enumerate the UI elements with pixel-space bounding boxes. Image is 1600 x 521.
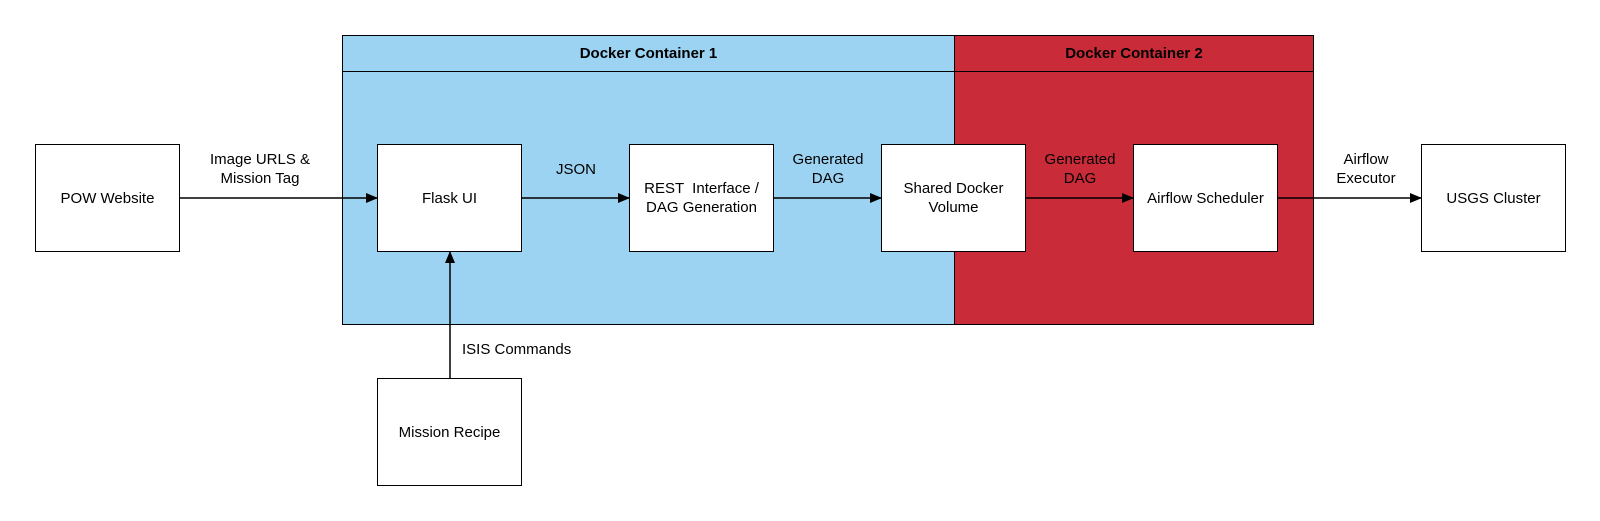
edge-label-recipe-to-flask: ISIS Commands bbox=[462, 340, 571, 359]
node-flask-ui: Flask UI bbox=[377, 144, 522, 252]
node-rest-interface-line-2: DAG Generation bbox=[646, 199, 757, 216]
edge-label-rest-to-volume-line-1: Generated bbox=[792, 151, 864, 168]
node-mission-recipe-label: Mission Recipe bbox=[398, 423, 501, 441]
edge-label-flask-to-rest-text: JSON bbox=[555, 161, 596, 178]
node-rest-interface-line-1: REST Interface / bbox=[644, 180, 759, 197]
edge-label-airflow-to-usgs-line-1: Airflow bbox=[1343, 151, 1389, 168]
node-rest-interface: REST Interface / DAG Generation bbox=[629, 144, 774, 252]
edge-label-pow-to-flask-line-2: Mission Tag bbox=[220, 170, 300, 187]
edge-label-pow-to-flask: Image URLS & Mission Tag bbox=[190, 150, 330, 188]
node-shared-docker-volume: Shared Docker Volume bbox=[881, 144, 1026, 252]
edge-label-volume-to-airflow-line-2: DAG bbox=[1063, 170, 1097, 187]
edge-label-airflow-to-usgs: Airflow Executor bbox=[1316, 150, 1416, 188]
node-shared-volume-line-1: Shared Docker bbox=[903, 180, 1004, 197]
node-airflow-scheduler: Airflow Scheduler bbox=[1133, 144, 1278, 252]
edge-label-flask-to-rest: JSON bbox=[526, 160, 626, 179]
edge-label-airflow-to-usgs-line-2: Executor bbox=[1336, 170, 1396, 187]
docker-container-2-title: Docker Container 2 bbox=[955, 36, 1313, 72]
node-mission-recipe: Mission Recipe bbox=[377, 378, 522, 486]
node-usgs-cluster-label: USGS Cluster bbox=[1446, 189, 1541, 207]
node-airflow-scheduler-label: Airflow Scheduler bbox=[1147, 189, 1264, 207]
node-flask-ui-label: Flask UI bbox=[421, 189, 477, 207]
edge-label-rest-to-volume: Generated DAG bbox=[778, 150, 878, 188]
node-pow-website: POW Website bbox=[35, 144, 180, 252]
edge-label-volume-to-airflow: Generated DAG bbox=[1030, 150, 1130, 188]
edge-label-rest-to-volume-line-2: DAG bbox=[811, 170, 845, 187]
edge-label-recipe-to-flask-text: ISIS Commands bbox=[462, 341, 572, 358]
node-usgs-cluster: USGS Cluster bbox=[1421, 144, 1566, 252]
edge-label-pow-to-flask-line-1: Image URLS & bbox=[209, 151, 311, 168]
edge-label-volume-to-airflow-line-1: Generated bbox=[1044, 151, 1116, 168]
docker-container-1-title: Docker Container 1 bbox=[343, 36, 954, 72]
node-shared-volume-line-2: Volume bbox=[928, 199, 979, 216]
node-pow-website-label: POW Website bbox=[60, 189, 155, 207]
